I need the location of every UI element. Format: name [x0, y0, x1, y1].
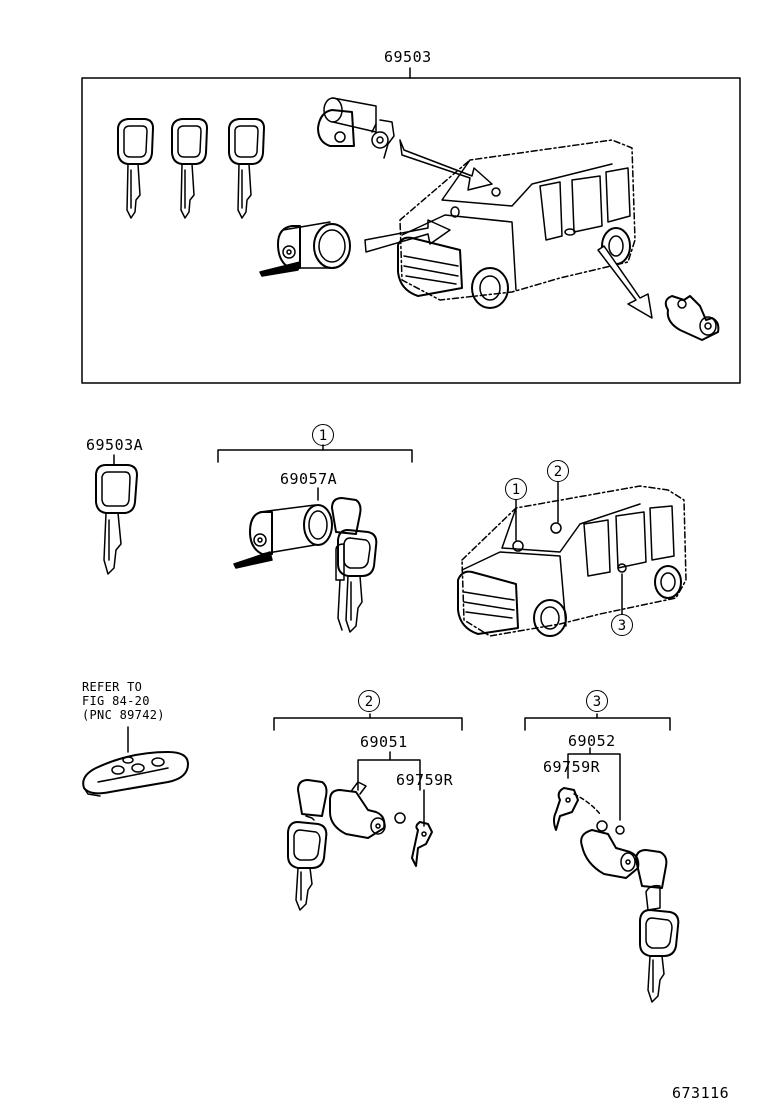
door-lock-cylinder-top — [317, 97, 395, 159]
callout-1: 1 — [312, 424, 334, 446]
car-callout-2: 2 — [547, 460, 569, 482]
figure-number: 673116 — [672, 1084, 730, 1102]
door-lock-leader — [357, 751, 421, 791]
key-1 — [117, 118, 154, 219]
refer-line-3: (PNC 89742) — [82, 708, 165, 722]
ignition-cylinder-box — [259, 221, 351, 277]
back-door-keys — [635, 849, 680, 1003]
vehicle-box — [397, 139, 636, 309]
refer-line-1: REFER TO — [82, 680, 143, 694]
car-callout-1: 1 — [505, 478, 527, 500]
bracket-2 — [273, 717, 463, 731]
label-back-door-set: 69052 — [568, 732, 616, 750]
bracket-1 — [217, 449, 413, 463]
door-keys-2 — [287, 779, 328, 911]
callout-2: 2 — [358, 690, 380, 712]
label-assembly-69503: 69503 — [384, 48, 432, 66]
car-callout-3: 3 — [611, 614, 633, 636]
callout-3: 3 — [586, 690, 608, 712]
back-door-lock-69052 — [580, 820, 640, 879]
arrow-top — [399, 139, 493, 191]
vehicle-mid — [457, 485, 687, 637]
back-door-leader — [567, 747, 621, 821]
ignition-keys — [331, 497, 378, 633]
label-back-door-cylinder: 69759R — [543, 758, 601, 776]
back-door-cylinder — [553, 787, 579, 831]
label-door-cylinder: 69759R — [396, 771, 454, 789]
back-door-dashed — [573, 793, 601, 815]
bracket-3 — [524, 717, 671, 731]
remote-fob — [82, 726, 189, 797]
ignition-cylinder-69057A — [233, 504, 333, 569]
arrow-door — [597, 245, 653, 319]
key-2 — [171, 118, 208, 219]
label-door-lock-set: 69051 — [360, 733, 408, 751]
assembly-frame — [81, 77, 741, 384]
refer-line-2: FIG 84-20 — [82, 694, 150, 708]
key-3 — [228, 118, 265, 219]
label-key-blank: 69503A — [86, 436, 144, 454]
arrow-ignition — [364, 219, 451, 253]
door-lock-set-69051 — [329, 781, 433, 867]
label-ignition-cylinder: 69057A — [280, 470, 338, 488]
door-lock-cylinder-right — [664, 295, 720, 341]
key-blank-69503A — [95, 464, 138, 575]
